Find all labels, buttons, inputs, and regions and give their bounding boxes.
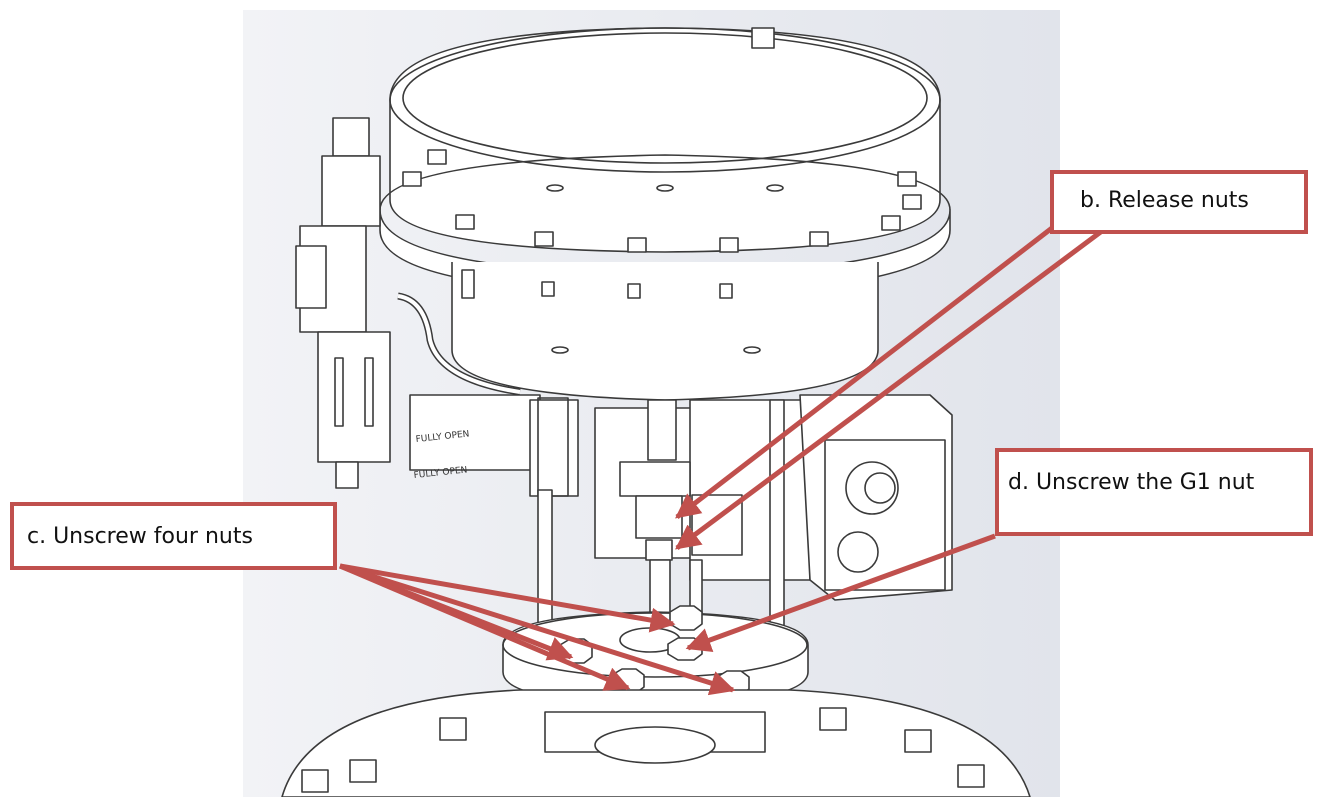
flange-bolts [402, 149, 922, 253]
g1-nut [667, 637, 703, 661]
actuator-lower-body [451, 262, 879, 401]
callout-unscrew-g1-nut: d. Unscrew the G1 nut [995, 448, 1313, 536]
callout-unscrew-g1-nut-text: d. Unscrew the G1 nut [1008, 470, 1255, 495]
callout-release-nuts-text: b. Release nuts [1080, 188, 1249, 213]
arrow-four-nuts-1 [339, 563, 676, 633]
arrow-g1-nut [685, 533, 996, 653]
valve-body [281, 689, 1031, 797]
callout-unscrew-four-nuts-text: c. Unscrew four nuts [27, 524, 253, 549]
filter-regulator [295, 117, 391, 489]
arrow-four-nuts-3 [339, 563, 631, 691]
base-flange [502, 611, 809, 706]
actuator-top-cap [389, 27, 941, 253]
arrow-release-nuts-2 [674, 225, 1108, 551]
arrow-four-nuts-4 [339, 563, 736, 696]
callout-unscrew-four-nuts: c. Unscrew four nuts [10, 502, 337, 570]
callout-arrows [339, 225, 1108, 696]
positioner-box [799, 394, 953, 601]
callout-release-nuts: b. Release nuts [1050, 170, 1308, 234]
arrow-release-nuts-1 [675, 226, 1054, 519]
